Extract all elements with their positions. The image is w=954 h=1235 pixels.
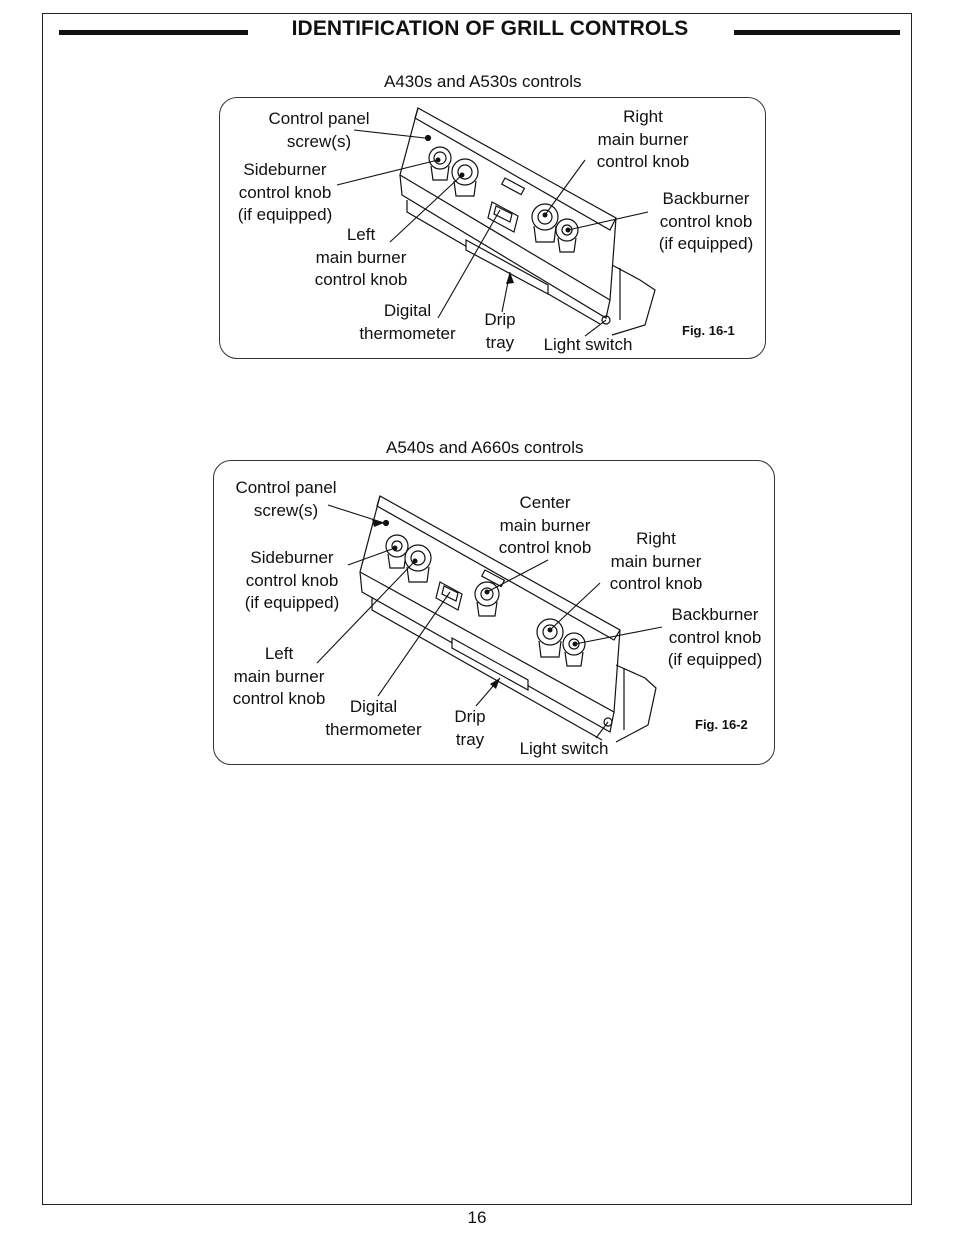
fig2-label-center-main: Center main burner control knob <box>498 493 592 557</box>
fig1-label-light: Light switch <box>543 335 633 354</box>
fig2-label-right-main: Right main burner control knob <box>609 529 703 593</box>
fig1-leader-light <box>584 319 607 337</box>
fig2-figure-number: Fig. 16-2 <box>695 717 748 732</box>
fig1-leader-right-main <box>544 159 586 216</box>
fig1-leader-left-main <box>389 174 463 243</box>
fig2-box <box>213 460 775 765</box>
page-frame <box>42 13 912 1205</box>
fig1-light-switch <box>601 315 611 325</box>
fig1-leader-backburner <box>567 211 649 231</box>
fig2-leader-light <box>595 721 609 739</box>
title-rule-left <box>59 30 248 35</box>
fig2-knob-sideburner <box>385 534 409 569</box>
fig2-digital-thermometer <box>435 581 463 611</box>
fig2-label-drip: Drip tray <box>454 707 486 749</box>
fig1-box <box>219 97 766 359</box>
title-rule-right <box>734 30 900 35</box>
fig1-label-backburner: Backburner control knob (if equipped) <box>658 189 754 253</box>
fig2-label-backburner: Backburner control knob (if equipped) <box>667 605 763 669</box>
fig2-label-sideburner: Sideburner control knob (if equipped) <box>244 548 340 612</box>
fig2-label-digital: Digital thermometer <box>325 697 422 739</box>
fig1-subtitle: A430s and A530s controls <box>384 72 582 91</box>
fig2-leader-digital <box>377 591 451 697</box>
fig2-panel-screw <box>382 519 390 527</box>
fig2-subtitle: A540s and A660s controls <box>386 438 584 457</box>
fig2-light-switch <box>603 717 613 727</box>
fig1-leader-digital <box>437 209 501 319</box>
fig2-drip-tray <box>451 636 529 692</box>
fig2-leader-backburner <box>574 626 663 645</box>
fig1-leader-panel-screw <box>353 129 426 139</box>
fig2-label-panel-screw: Control panel screw(s) <box>235 478 337 520</box>
fig2-label-light: Light switch <box>519 739 609 758</box>
fig1-figure-number: Fig. 16-1 <box>682 323 735 338</box>
fig1-leader-sideburner <box>336 159 439 186</box>
fig1-label-panel-screw: Control panel screw(s) <box>268 109 370 151</box>
fig1-panel-screw <box>424 134 432 142</box>
fig2-leader-sideburner <box>347 547 396 566</box>
fig1-knob-sideburner <box>428 146 452 181</box>
fig1-label-left-main: Left main burner control knob <box>314 225 408 289</box>
fig1-label-sideburner: Sideburner control knob (if equipped) <box>237 160 333 224</box>
fig2-leader-right-main <box>549 582 601 631</box>
fig2-leader-center-main <box>486 559 549 593</box>
fig2-leader-left-main <box>316 560 416 664</box>
fig1-label-drip: Drip tray <box>484 310 516 352</box>
page-title: IDENTIFICATION OF GRILL CONTROLS <box>291 17 689 40</box>
fig1-drip-tray <box>465 238 549 296</box>
fig1-label-right-main: Right main burner control knob <box>596 107 690 171</box>
fig2-label-left-main: Left main burner control knob <box>232 644 326 708</box>
page-number: 16 <box>467 1208 487 1227</box>
fig1-label-digital: Digital thermometer <box>359 301 456 343</box>
